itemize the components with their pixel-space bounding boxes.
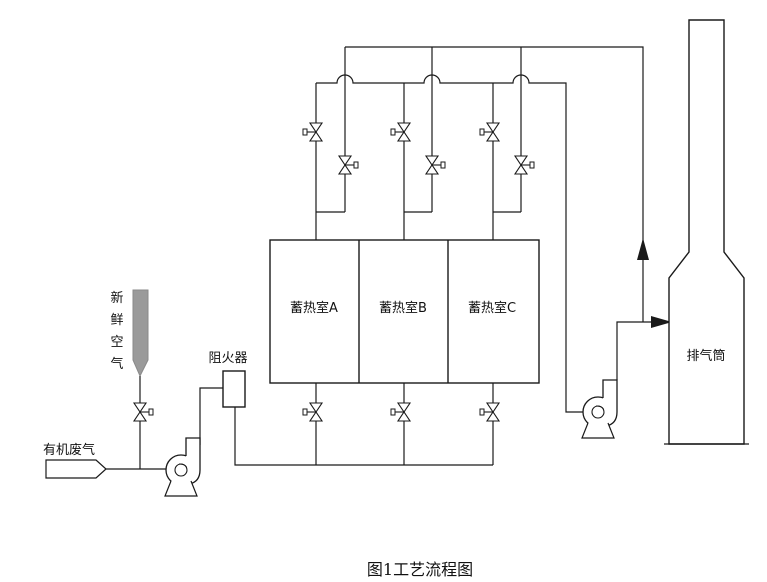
exhaust-fan-icon: [581, 379, 618, 439]
flame-arrester-label: 阻火器: [208, 351, 247, 366]
organic-waste-gas-label: 有机废气: [43, 442, 95, 458]
exhaust-header-pipe: [344, 46, 644, 322]
distribution-header-pipe: [316, 65, 583, 413]
figure-caption: 图1工艺流程图: [367, 560, 473, 579]
exhaust-chimney: [664, 19, 749, 445]
organic-waste-gas-inlet: [45, 459, 166, 479]
valve-icon: [390, 122, 411, 142]
chimney-label: 排气筒: [686, 348, 725, 364]
svg-text:空: 空: [110, 335, 123, 350]
svg-text:气: 气: [110, 356, 123, 372]
svg-text:新: 新: [110, 290, 123, 306]
chamber-c-piping: [492, 83, 522, 240]
fresh-air-inlet: [132, 289, 149, 469]
svg-text:鲜: 鲜: [110, 313, 123, 328]
valve-icon: [390, 402, 411, 422]
flame-arrester: [199, 370, 246, 445]
valve-icon: [514, 155, 535, 175]
valve-icon: [425, 155, 446, 175]
regenerative-chambers: [269, 239, 540, 384]
fan-to-chimney-pipe: [616, 321, 655, 380]
arrow-up-icon: [637, 238, 649, 260]
valve-icon: [133, 402, 154, 422]
chamber-b-piping: [403, 83, 433, 240]
valve-icon: [479, 122, 500, 142]
valve-icon: [302, 402, 323, 422]
fresh-air-label: 新 鲜 空 气: [110, 290, 123, 372]
chamber-a-piping: [315, 83, 346, 240]
valve-icon: [302, 122, 323, 142]
arrow-right-icon: [651, 316, 672, 328]
inlet-manifold-pipe: [234, 383, 494, 466]
chamber-a-label: 蓄热室A: [290, 300, 338, 316]
valve-icon: [338, 155, 359, 175]
inlet-fan-icon: [164, 437, 201, 497]
chamber-c-label: 蓄热室C: [468, 300, 516, 316]
chamber-b-label: 蓄热室B: [379, 300, 427, 316]
valve-icon: [479, 402, 500, 422]
